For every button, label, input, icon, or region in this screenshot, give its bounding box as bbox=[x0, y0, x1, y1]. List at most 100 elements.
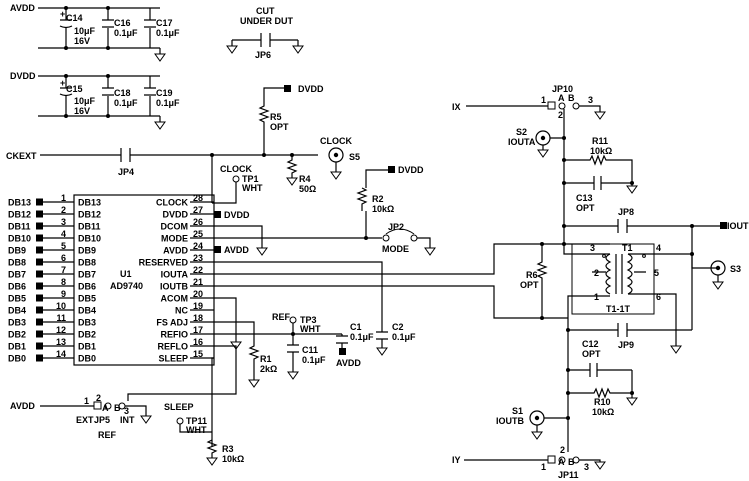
jp11-a: A bbox=[558, 457, 565, 467]
u1-net-0: DB13 bbox=[8, 198, 31, 208]
c2-value: 0.1μF bbox=[392, 332, 416, 342]
r6-value: OPT bbox=[520, 280, 539, 290]
avdd-decoupling: AVDD + C14 10μF 16V C16 0.1μF C17 0.1μF bbox=[10, 3, 180, 62]
s1-label: IOUTB bbox=[496, 416, 524, 426]
u1-pin-num-right-13: 15 bbox=[193, 349, 203, 359]
u1-pin-name-right-8: ACOM bbox=[161, 294, 189, 304]
u1-pin-name-right-0: CLOCK bbox=[156, 198, 188, 208]
u1-pin-name-right-10: FS ADJ bbox=[156, 318, 188, 328]
u1-body bbox=[73, 194, 215, 366]
u1-pin-num-right-2: 26 bbox=[193, 217, 203, 227]
u1-net-5: DB8 bbox=[8, 258, 26, 268]
tp1-label: CLOCK bbox=[220, 164, 252, 174]
t1-pin6: 6 bbox=[656, 292, 661, 302]
c17-value: 0.1μF bbox=[156, 28, 180, 38]
u1-pin-num-right-7: 21 bbox=[193, 277, 203, 287]
ix-net-label: IX bbox=[452, 102, 461, 112]
tp3-ref: TP3 bbox=[300, 315, 317, 325]
u1-pin-num-right-0: 28 bbox=[193, 193, 203, 203]
r6-ref: R6 bbox=[526, 270, 538, 280]
jp4-ref: JP4 bbox=[118, 167, 134, 177]
jp10-pin2: 2 bbox=[558, 110, 563, 120]
u1-pin-name-left-1: DB12 bbox=[78, 210, 101, 220]
u1-net-6: DB7 bbox=[8, 270, 26, 280]
u1-net-2: DB11 bbox=[8, 222, 31, 232]
u1-net-1: DB12 bbox=[8, 210, 31, 220]
c2-ref: C2 bbox=[392, 322, 404, 332]
u1-pin-name-right-13: SLEEP bbox=[158, 354, 188, 364]
t1-ref: T1 bbox=[622, 243, 633, 253]
jp5-jumper: AVDD 1 2 3 A B EXT JP5 INT REF bbox=[10, 393, 152, 440]
tp3-value: WHT bbox=[300, 324, 321, 334]
c12-ref: C12 bbox=[582, 339, 599, 349]
jp5-opt-ext: EXT bbox=[76, 415, 94, 425]
iout-net-label: IOUT bbox=[727, 221, 749, 231]
output-section: IX 1 2 3 A B JP10 S2 IOUTA R11 10kΩ C13 … bbox=[452, 84, 749, 480]
c15-ref: C15 bbox=[66, 84, 83, 94]
jp10-a: A bbox=[558, 93, 565, 103]
r2-dvdd-label: DVDD bbox=[398, 165, 424, 175]
s3-ref: S3 bbox=[730, 264, 741, 274]
jp10-b: B bbox=[568, 93, 575, 103]
u1-pin-name-left-13: DB0 bbox=[78, 354, 96, 364]
u1-pin-name-left-11: DB2 bbox=[78, 330, 96, 340]
u1-pin-name-left-4: DB9 bbox=[78, 246, 96, 256]
u1-pin-name-left-5: DB8 bbox=[78, 258, 96, 268]
t1-pin5: 5 bbox=[654, 268, 659, 278]
c11-value: 0.1μF bbox=[302, 355, 326, 365]
jp11-pin1: 1 bbox=[541, 462, 546, 472]
jp5-opt-int: INT bbox=[120, 415, 135, 425]
u1-pin-num-right-4: 24 bbox=[193, 241, 203, 251]
u1-net-13: DB0 bbox=[8, 354, 26, 364]
r1-value: 2kΩ bbox=[260, 364, 277, 374]
jp10-ref: JP10 bbox=[552, 84, 573, 94]
u1-net-4: DB9 bbox=[8, 246, 26, 256]
dvdd-net-label: DVDD bbox=[10, 71, 36, 81]
u1-pin-num-left-6: 7 bbox=[61, 265, 66, 275]
u1-pin-name-right-5: RESERVED bbox=[139, 258, 189, 268]
u1-pin-num-right-10: 18 bbox=[193, 313, 203, 323]
r1-ref: R1 bbox=[260, 354, 272, 364]
tp11-value: WHT bbox=[186, 425, 207, 435]
jp11-pin2: 2 bbox=[560, 445, 565, 455]
u1-pin-num-left-3: 4 bbox=[61, 229, 66, 239]
tp11-label: SLEEP bbox=[164, 402, 194, 412]
u1-right-nets: DVDD DVDD R2 10kΩ JP2 MODE AVDD R1 2kΩ R… bbox=[127, 165, 610, 466]
u1-pin-num-left-0: 1 bbox=[61, 193, 66, 203]
u1-pin-num-left-11: 12 bbox=[56, 325, 66, 335]
u1-pin-num-right-8: 20 bbox=[193, 289, 203, 299]
u1-net-10: DB3 bbox=[8, 318, 26, 328]
s5-label: CLOCK bbox=[320, 136, 352, 146]
jp11-b: B bbox=[568, 457, 575, 467]
r3-ref: R3 bbox=[222, 444, 234, 454]
jp2-value: MODE bbox=[382, 244, 409, 254]
jp11-ref: JP11 bbox=[558, 470, 579, 480]
t1-pin4: 4 bbox=[656, 243, 661, 253]
jp5-ref: JP5 bbox=[94, 415, 110, 425]
jp6-title-line1: CUT bbox=[256, 6, 275, 16]
u1-pin-name-right-7: IOUTB bbox=[160, 282, 188, 292]
u1-pin-name-right-2: DCOM bbox=[161, 222, 189, 232]
r10-ref: R10 bbox=[594, 397, 611, 407]
u1-pin-num-left-5: 6 bbox=[61, 253, 66, 263]
tp11-ref: TP11 bbox=[186, 416, 207, 426]
c19-ref: C19 bbox=[156, 88, 173, 98]
c18-value: 0.1μF bbox=[114, 98, 138, 108]
jp9-ref: JP9 bbox=[618, 340, 634, 350]
jp8-ref: JP8 bbox=[618, 207, 634, 217]
u1-net-11: DB2 bbox=[8, 330, 26, 340]
u1-pin-num-left-7: 8 bbox=[61, 277, 66, 287]
c12-value: OPT bbox=[582, 349, 601, 359]
u1-pin-name-left-6: DB7 bbox=[78, 270, 96, 280]
u1-pin-name-right-9: NC bbox=[175, 306, 188, 316]
pin27-dvdd-label: DVDD bbox=[224, 210, 250, 220]
u1-pin-num-left-1: 2 bbox=[61, 205, 66, 215]
c16-value: 0.1μF bbox=[114, 28, 138, 38]
ckext-net-label: CKEXT bbox=[6, 151, 37, 161]
u1-pin-name-right-11: REFIO bbox=[160, 330, 188, 340]
u1-net-12: DB1 bbox=[8, 342, 26, 352]
c19-value: 0.1μF bbox=[156, 98, 180, 108]
